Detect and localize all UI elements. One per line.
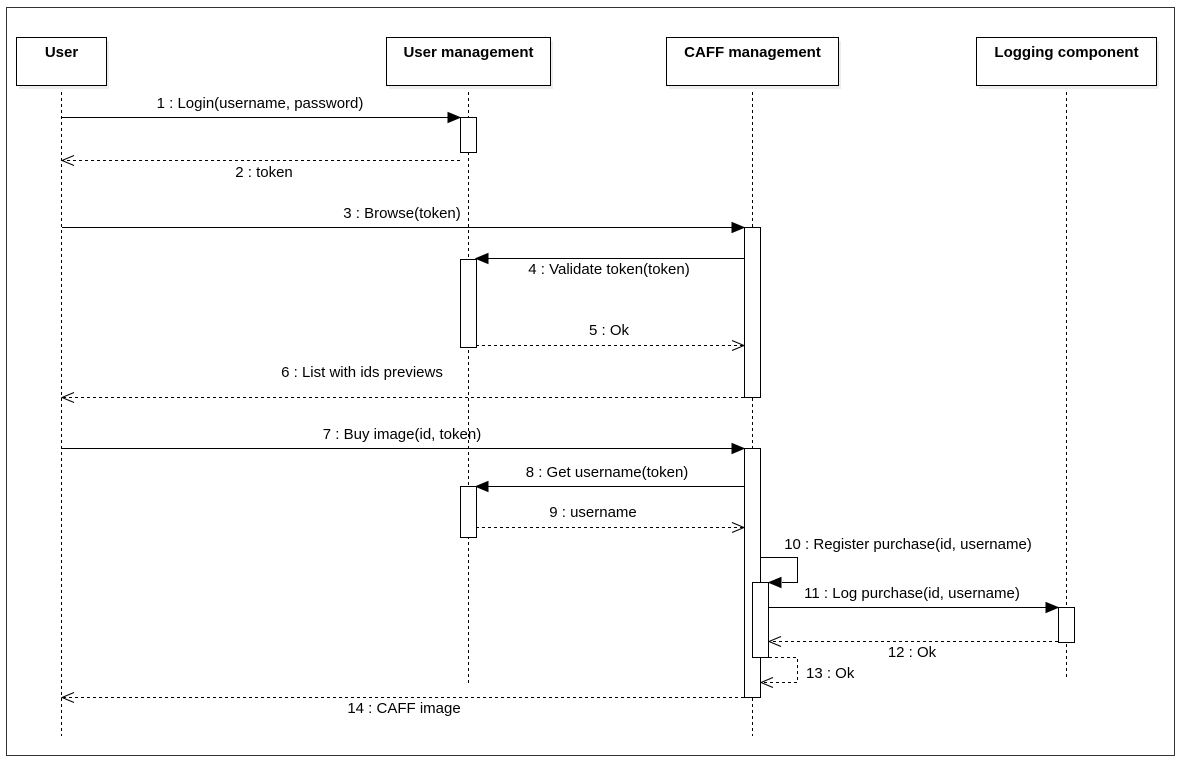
message-13: 13 : Ok: [759, 657, 855, 688]
message-10-label: 10 : Register purchase(id, username): [784, 536, 1032, 553]
message-12-label: 12 : Ok: [888, 644, 937, 661]
message-8-label: 8 : Get username(token): [526, 464, 689, 481]
message-4-label: 4 : Validate token(token): [528, 261, 689, 278]
activation-logging-component: [1058, 607, 1075, 643]
solid-arrowhead-icon: [731, 221, 746, 234]
message-14-label: 14 : CAFF image: [347, 700, 460, 717]
message-10: 10 : Register purchase(id, username): [760, 536, 1032, 589]
message-14: 14 : CAFF image: [60, 692, 744, 717]
activation-user-management-validate: [460, 259, 477, 348]
solid-arrowhead-icon: [767, 576, 782, 589]
message-13-label: 13 : Ok: [806, 665, 855, 682]
participant-logging-component: Logging component: [976, 37, 1159, 89]
solid-arrowhead-icon: [1045, 601, 1060, 614]
message-3: 3 : Browse(token): [62, 205, 746, 234]
open-arrowhead-icon: [731, 522, 746, 533]
open-arrowhead-icon: [759, 677, 774, 688]
message-12: 12 : Ok: [767, 636, 1058, 661]
activation-caff-management-buy: [744, 448, 761, 698]
message-11: 11 : Log purchase(id, username): [769, 585, 1060, 614]
solid-arrowhead-icon: [731, 442, 746, 455]
activation-user-management-login: [460, 117, 477, 153]
message-2-label: 2 : token: [235, 164, 293, 181]
message-7: 7 : Buy image(id, token): [62, 426, 746, 455]
solid-arrowhead-icon: [447, 111, 462, 124]
message-5: 5 : Ok: [476, 322, 746, 351]
participant-logging-component-label: Logging component: [994, 44, 1138, 61]
message-1: 1 : Login(username, password): [62, 95, 462, 124]
open-arrowhead-icon: [60, 392, 75, 403]
message-11-label: 11 : Log purchase(id, username): [804, 585, 1020, 602]
message-7-label: 7 : Buy image(id, token): [323, 426, 481, 443]
participant-caff-management-label: CAFF management: [684, 44, 821, 61]
solid-arrowhead-icon: [474, 480, 489, 493]
message-5-label: 5 : Ok: [589, 322, 630, 339]
open-arrowhead-icon: [731, 340, 746, 351]
message-8: 8 : Get username(token): [474, 464, 744, 493]
solid-arrowhead-icon: [474, 252, 489, 265]
message-3-label: 3 : Browse(token): [343, 205, 461, 222]
message-2: 2 : token: [60, 155, 460, 181]
open-arrowhead-icon: [767, 636, 782, 647]
activation-caff-management-register: [752, 582, 769, 658]
participant-user-management: User management: [386, 37, 553, 89]
message-4: 4 : Validate token(token): [474, 252, 744, 278]
message-9-label: 9 : username: [549, 504, 637, 521]
participant-user-management-label: User management: [403, 44, 533, 61]
message-6-label: 6 : List with ids previews: [281, 364, 443, 381]
message-9: 9 : username: [476, 504, 746, 533]
activation-caff-management-browse: [744, 227, 761, 398]
activation-user-management-username: [460, 486, 477, 538]
participant-user: User: [16, 37, 109, 89]
diagram-frame: [6, 7, 1175, 756]
message-6: 6 : List with ids previews: [60, 364, 744, 403]
participant-caff-management: CAFF management: [666, 37, 841, 89]
open-arrowhead-icon: [60, 692, 75, 703]
participant-user-label: User: [45, 44, 79, 61]
message-1-label: 1 : Login(username, password): [157, 95, 364, 112]
open-arrowhead-icon: [60, 155, 75, 166]
